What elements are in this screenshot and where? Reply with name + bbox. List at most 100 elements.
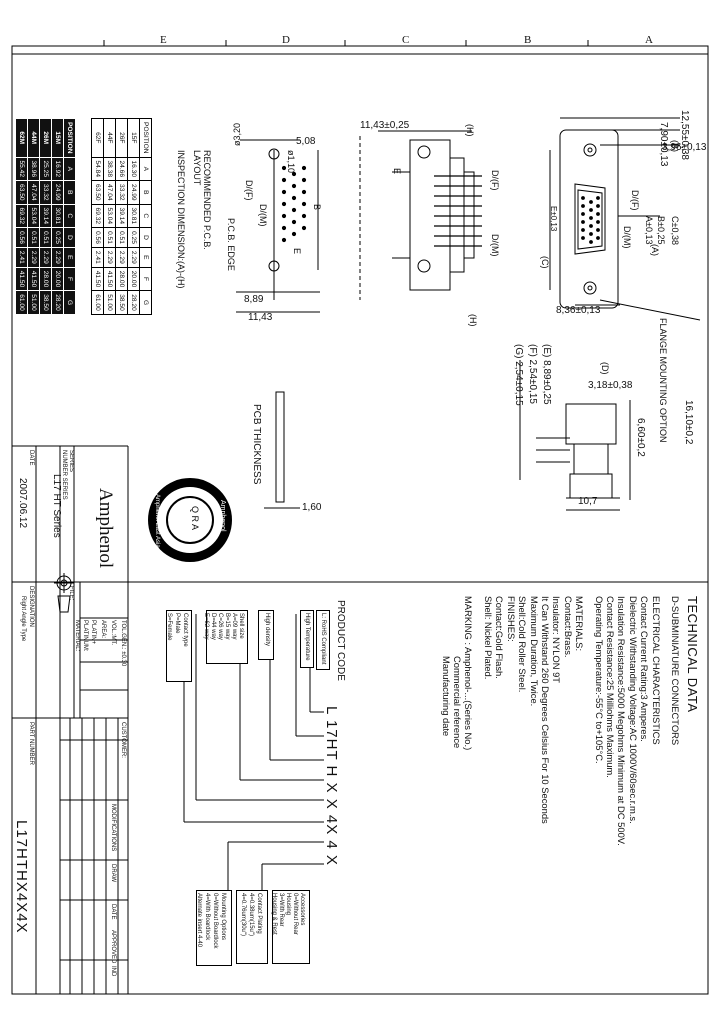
pcb-thickness-view bbox=[264, 391, 300, 509]
tech-line bbox=[585, 596, 593, 846]
box-high-density bbox=[258, 610, 274, 660]
label-d: (D) bbox=[600, 362, 610, 375]
dim-16-10: 16,10±0,2 bbox=[683, 400, 694, 445]
tech-line: Insulator: NYLON 9T bbox=[551, 596, 563, 684]
box-shell-line: C=26 way bbox=[217, 613, 223, 640]
box-shell-line: E=62 way bbox=[203, 613, 209, 640]
box-contact-type bbox=[166, 610, 192, 682]
box-plating-title: Contact Plating bbox=[256, 893, 262, 934]
label-layout: LAYOUT bbox=[192, 150, 202, 186]
dim-5-08: 5,08 bbox=[296, 136, 316, 147]
tech-line: Contact:Gold Flash. bbox=[494, 596, 506, 679]
series-label: SERIES bbox=[68, 450, 74, 473]
box-accessories-line: 0=Without Rear bbox=[292, 893, 298, 935]
box-shell-line: A=09 way bbox=[231, 613, 237, 640]
dim-8-36: 8,36±0,13 bbox=[556, 305, 601, 316]
dim-11-43-top: 11,43±0,25 bbox=[360, 120, 410, 131]
box-shell-size bbox=[206, 610, 248, 664]
dim-1-10: ø1,10 bbox=[286, 150, 296, 174]
date-label: DATE bbox=[28, 450, 34, 466]
dim-11-43-bottom: 11,43 bbox=[248, 312, 273, 323]
label-h-right: (H) bbox=[468, 314, 478, 327]
tech-line: MATERIALS: bbox=[574, 596, 586, 652]
tol-label: TOL.GEN.: ±0.30 bbox=[120, 620, 126, 667]
label-b-top: (B) bbox=[670, 140, 680, 152]
product-code: L 17HT H X X 4X 4 X bbox=[323, 706, 340, 866]
customer-label: CUSTOMER: bbox=[120, 722, 126, 758]
box-shell-line: B=15 way bbox=[224, 613, 230, 640]
box-accessories bbox=[272, 890, 310, 964]
modifications-label: MODIFICATIONS bbox=[110, 804, 116, 852]
dim-10-7: 10,7 bbox=[578, 496, 598, 507]
label-flange: FLANGE MOUNTING OPTION bbox=[658, 318, 668, 443]
label-c: (C) bbox=[540, 256, 550, 269]
scale-label: VOL.:MT. bbox=[110, 620, 116, 646]
zone-d: D bbox=[282, 34, 290, 46]
label-pcb-thickness: PCB THICKNESS bbox=[251, 404, 262, 485]
approved-label: APPROVED bbox=[110, 930, 116, 964]
label-dm-side: D/(M) bbox=[490, 234, 500, 257]
box-contact-line: S=Female bbox=[166, 613, 172, 641]
zone-e: E bbox=[160, 34, 167, 46]
material-label: MATERIAL: bbox=[74, 620, 80, 652]
date2-label: DATE bbox=[110, 904, 116, 920]
box-high-temp-text: High Temperature bbox=[304, 613, 310, 661]
connector-right-angle-view bbox=[519, 360, 631, 511]
dim-b-tol: B±0,25 bbox=[656, 216, 666, 245]
label-b-pcb: B bbox=[312, 204, 322, 211]
box-plating-line: 4=0.76um(30u") bbox=[240, 893, 246, 936]
box-accessories-title: Accessories bbox=[299, 893, 305, 926]
zone-b: B bbox=[524, 34, 532, 46]
tech-line: Shell:Cold Roller Steel. bbox=[517, 596, 529, 693]
area-label: AREA: bbox=[100, 620, 106, 639]
stamp-ring-text: Amphenol bbox=[219, 500, 226, 532]
dim-f-2-54: (F) 2,54±0,15 bbox=[527, 344, 538, 404]
tech-line: Contact Current Rating:3 Amperes. bbox=[639, 596, 651, 742]
pcb-layout bbox=[236, 139, 320, 313]
box-mounting-line: Alternate insert 4-40 bbox=[196, 893, 202, 948]
zone-a: A bbox=[645, 34, 653, 46]
stamp-outer-text: Amphenol East Asia bbox=[154, 494, 160, 548]
dim-g-2-54: (G) 2,54±0,15 bbox=[513, 344, 524, 406]
box-high-density-text: High density bbox=[264, 613, 270, 647]
label-e-side: E bbox=[392, 168, 402, 175]
label-dm-front: D/(M) bbox=[622, 226, 632, 249]
box-contact-plating bbox=[236, 890, 268, 964]
platin-label: PLATIN+ bbox=[90, 620, 96, 645]
technical-data: TECHNICAL DATA D-SUBMINIATURE CONNECTORS… bbox=[440, 596, 700, 846]
label-recommended: RECOMMENDED P.C.B. bbox=[202, 150, 212, 250]
qa-stamp bbox=[148, 478, 232, 562]
connector-front-view bbox=[549, 117, 701, 321]
tech-line: Dielectric Withstanding Voltage:AC 1000V… bbox=[627, 596, 639, 824]
box-contact-line: P=Male bbox=[174, 613, 180, 634]
label-df-pcb: D/(F) bbox=[244, 180, 254, 201]
tech-line: It Can Withstand 260 Degrees Celsius For… bbox=[539, 596, 551, 824]
ind-label: IND bbox=[110, 966, 116, 977]
tech-line: Operating Temperature:-55°C to+105°C. bbox=[593, 596, 605, 764]
box-shell-size-title: Shell size bbox=[238, 613, 244, 639]
label-a: (A) bbox=[650, 244, 660, 256]
tech-line: Contact:Brass. bbox=[562, 596, 574, 658]
brand-logo: Amphenol bbox=[95, 488, 116, 569]
dim-c-tol: C±0,38 bbox=[670, 216, 680, 245]
tech-line: ELECTRICAL CHARACTERISTICS bbox=[650, 596, 662, 745]
dim-a-tol: A±0,13 bbox=[644, 216, 654, 245]
box-accessories-line: Housing bbox=[285, 893, 291, 916]
dim-6-60: 6,60±0,2 bbox=[635, 418, 646, 457]
designation-value: Right Angle Type bbox=[20, 596, 26, 642]
tech-line: Contact Resistance:25 Milliohms Maximum. bbox=[604, 596, 616, 778]
technical-title: TECHNICAL DATA bbox=[685, 596, 700, 713]
box-plating-line: 4=0.38um(15u") bbox=[248, 893, 254, 936]
part-number-label: PART NUMBER bbox=[28, 722, 34, 766]
date-value: 2007.06.12 bbox=[17, 478, 28, 529]
series-value: L17 HT Series bbox=[51, 474, 62, 538]
dim-3-18: 3,18±0,38 bbox=[588, 380, 633, 391]
technical-subtitle: D-SUBMINIATURE CONNECTORS bbox=[670, 596, 681, 746]
tech-line: FINISHES: bbox=[505, 596, 517, 642]
product-code-title: PRODUCT CODE bbox=[335, 600, 346, 681]
platinum-label: PLATINUM: bbox=[82, 620, 88, 652]
